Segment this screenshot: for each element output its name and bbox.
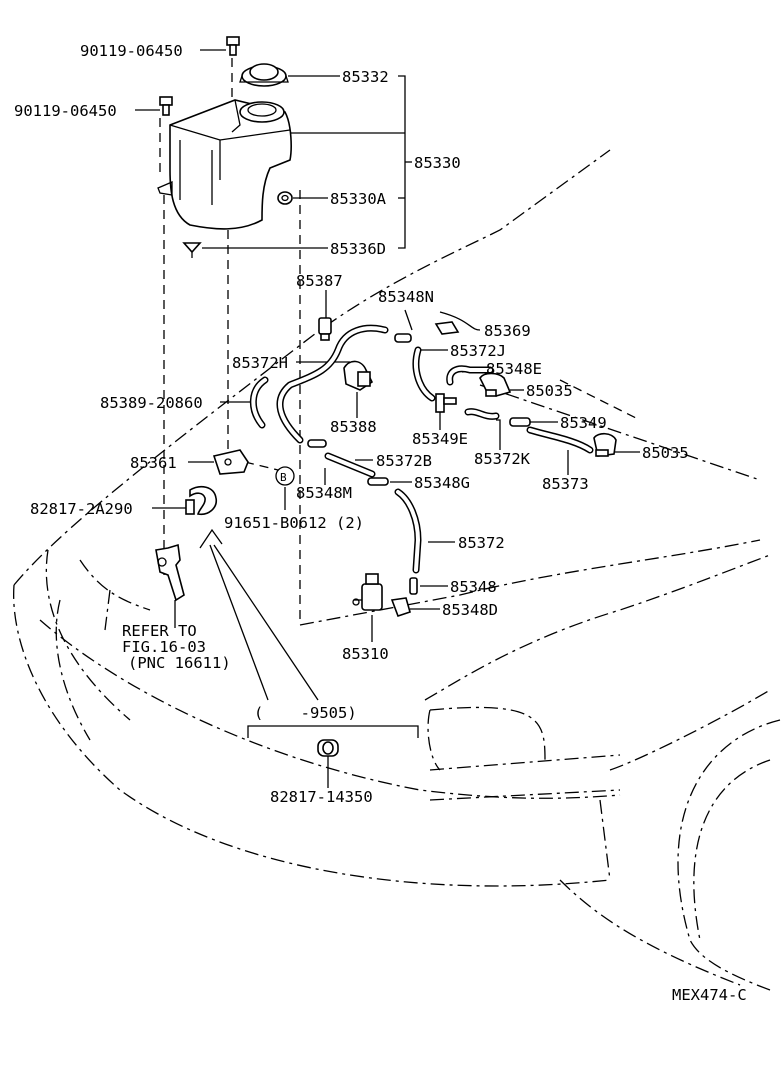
label-85372k: 85372K [474, 450, 531, 468]
clip-icon [182, 242, 202, 258]
label-grommet-a: 85330A [330, 190, 387, 208]
bolt-b-icon [275, 466, 295, 486]
label-date-range: ( -9505) [254, 704, 357, 722]
label-refer-3: (PNC 16611) [128, 654, 231, 672]
bolt-left-icon [159, 96, 173, 116]
leader-lines [135, 49, 640, 788]
label-85388: 85388 [330, 418, 377, 436]
label-85348d: 85348D [442, 601, 498, 619]
label-bolt-top: 90119-06450 [80, 42, 183, 60]
label-clip-d: 85336D [330, 240, 386, 258]
label-85361: 85361 [130, 454, 177, 472]
label-refer-1: REFER TO [122, 622, 197, 640]
label-85348g: 85348G [414, 474, 470, 492]
connector-85348n-icon [394, 333, 412, 343]
label-91651: 91651-B0612 (2) [224, 514, 364, 532]
label-85348e: 85348E [486, 360, 542, 378]
label-85310: 85310 [342, 645, 389, 663]
label-85348: 85348 [450, 578, 497, 596]
label-85369: 85369 [484, 322, 531, 340]
joint-85349-icon [509, 417, 531, 427]
label-refer-2: FIG.16-03 [122, 638, 206, 656]
headlamp-bracket-icon [155, 543, 185, 602]
reference-arrows [199, 528, 319, 701]
label-85372h: 85372H [232, 354, 288, 372]
car-body-outline [13, 149, 781, 991]
label-85372b: 85372B [376, 452, 432, 470]
label-85348m: 85348M [296, 484, 352, 502]
label-tank-assy: 85330 [414, 154, 461, 172]
reservoir-cap [239, 63, 289, 87]
label-85389: 85389-20860 [100, 394, 203, 412]
connector-85348-icon [409, 577, 418, 595]
label-82817-2a290: 82817-2A290 [30, 500, 133, 518]
labels: 90119-06450 90119-06450 85332 85330 8533… [14, 42, 747, 1004]
grommet-82817-14350-icon [317, 739, 339, 757]
label-85035-a: 85035 [526, 382, 573, 400]
connector-85348g-icon [367, 477, 389, 486]
bracket-85361-icon [212, 449, 249, 475]
label-85035-b: 85035 [642, 444, 689, 462]
nozzle-85035-b-icon [593, 432, 617, 457]
label-82817-14350: 82817-14350 [270, 788, 373, 806]
label-85349e: 85349E [412, 430, 468, 448]
label-85372: 85372 [458, 534, 505, 552]
washer-tank [157, 99, 292, 230]
clip-85369-icon [434, 321, 460, 335]
label-bolt-left: 90119-06450 [14, 102, 117, 120]
nozzle-85035-a-icon [479, 372, 512, 397]
label-85348n: 85348N [378, 288, 434, 306]
label-85387: 85387 [296, 272, 343, 290]
assembly-guides [159, 58, 641, 625]
clamp-82817-2a290-icon [185, 485, 218, 516]
pump-valve-85388-icon [343, 360, 374, 391]
bolt-top-icon [226, 36, 240, 56]
washer-pump-85310-icon [352, 573, 383, 611]
label-85349: 85349 [560, 414, 607, 432]
grommet-85348d-icon [390, 597, 411, 618]
label-diagram-code: MEX474-C [672, 986, 747, 1004]
label-85372j: 85372J [450, 342, 506, 360]
check-valve-85387-icon [318, 317, 332, 341]
label-85373: 85373 [542, 475, 589, 493]
connector-85348m-icon [307, 439, 327, 448]
hoses [249, 324, 594, 574]
joint-85349e-icon [435, 393, 457, 413]
label-cap: 85332 [342, 68, 389, 86]
grommet-icon [277, 191, 293, 205]
label-bolt-b: B [280, 471, 287, 484]
